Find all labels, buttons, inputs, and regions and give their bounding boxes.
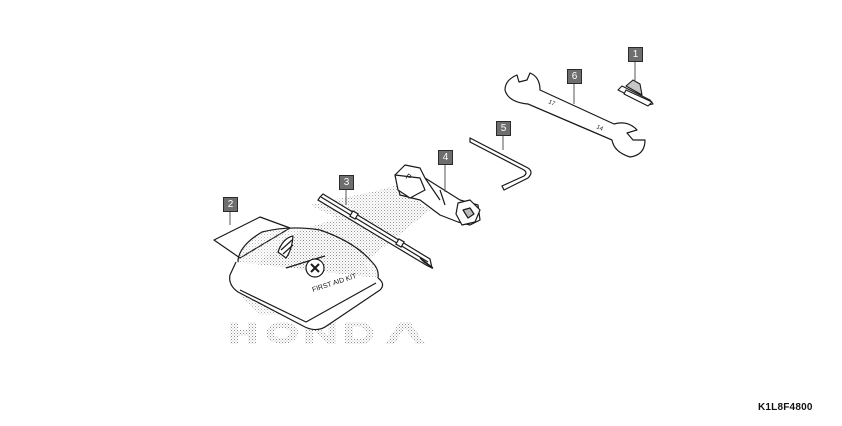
callout-5: 5 [496,121,511,136]
hex-key [469,137,532,191]
callout-3: 3 [339,175,354,190]
callout-2: 2 [223,197,238,212]
illustration-reference-code: K1L8F4800 [758,402,813,413]
spark-plug-socket: P [394,164,481,226]
clip [617,79,654,107]
leader-lines [229,62,636,225]
svg-text:17: 17 [547,99,556,108]
svg-text:P: P [404,172,413,182]
callout-1: 1 [628,47,643,62]
callout-6: 6 [567,69,582,84]
tool-pouch: FIRST AID KIT [213,216,384,331]
svg-text:14: 14 [595,124,604,133]
callout-4: 4 [438,150,453,165]
screwdriver [317,193,434,270]
open-end-wrench: 17 14 [504,72,646,158]
